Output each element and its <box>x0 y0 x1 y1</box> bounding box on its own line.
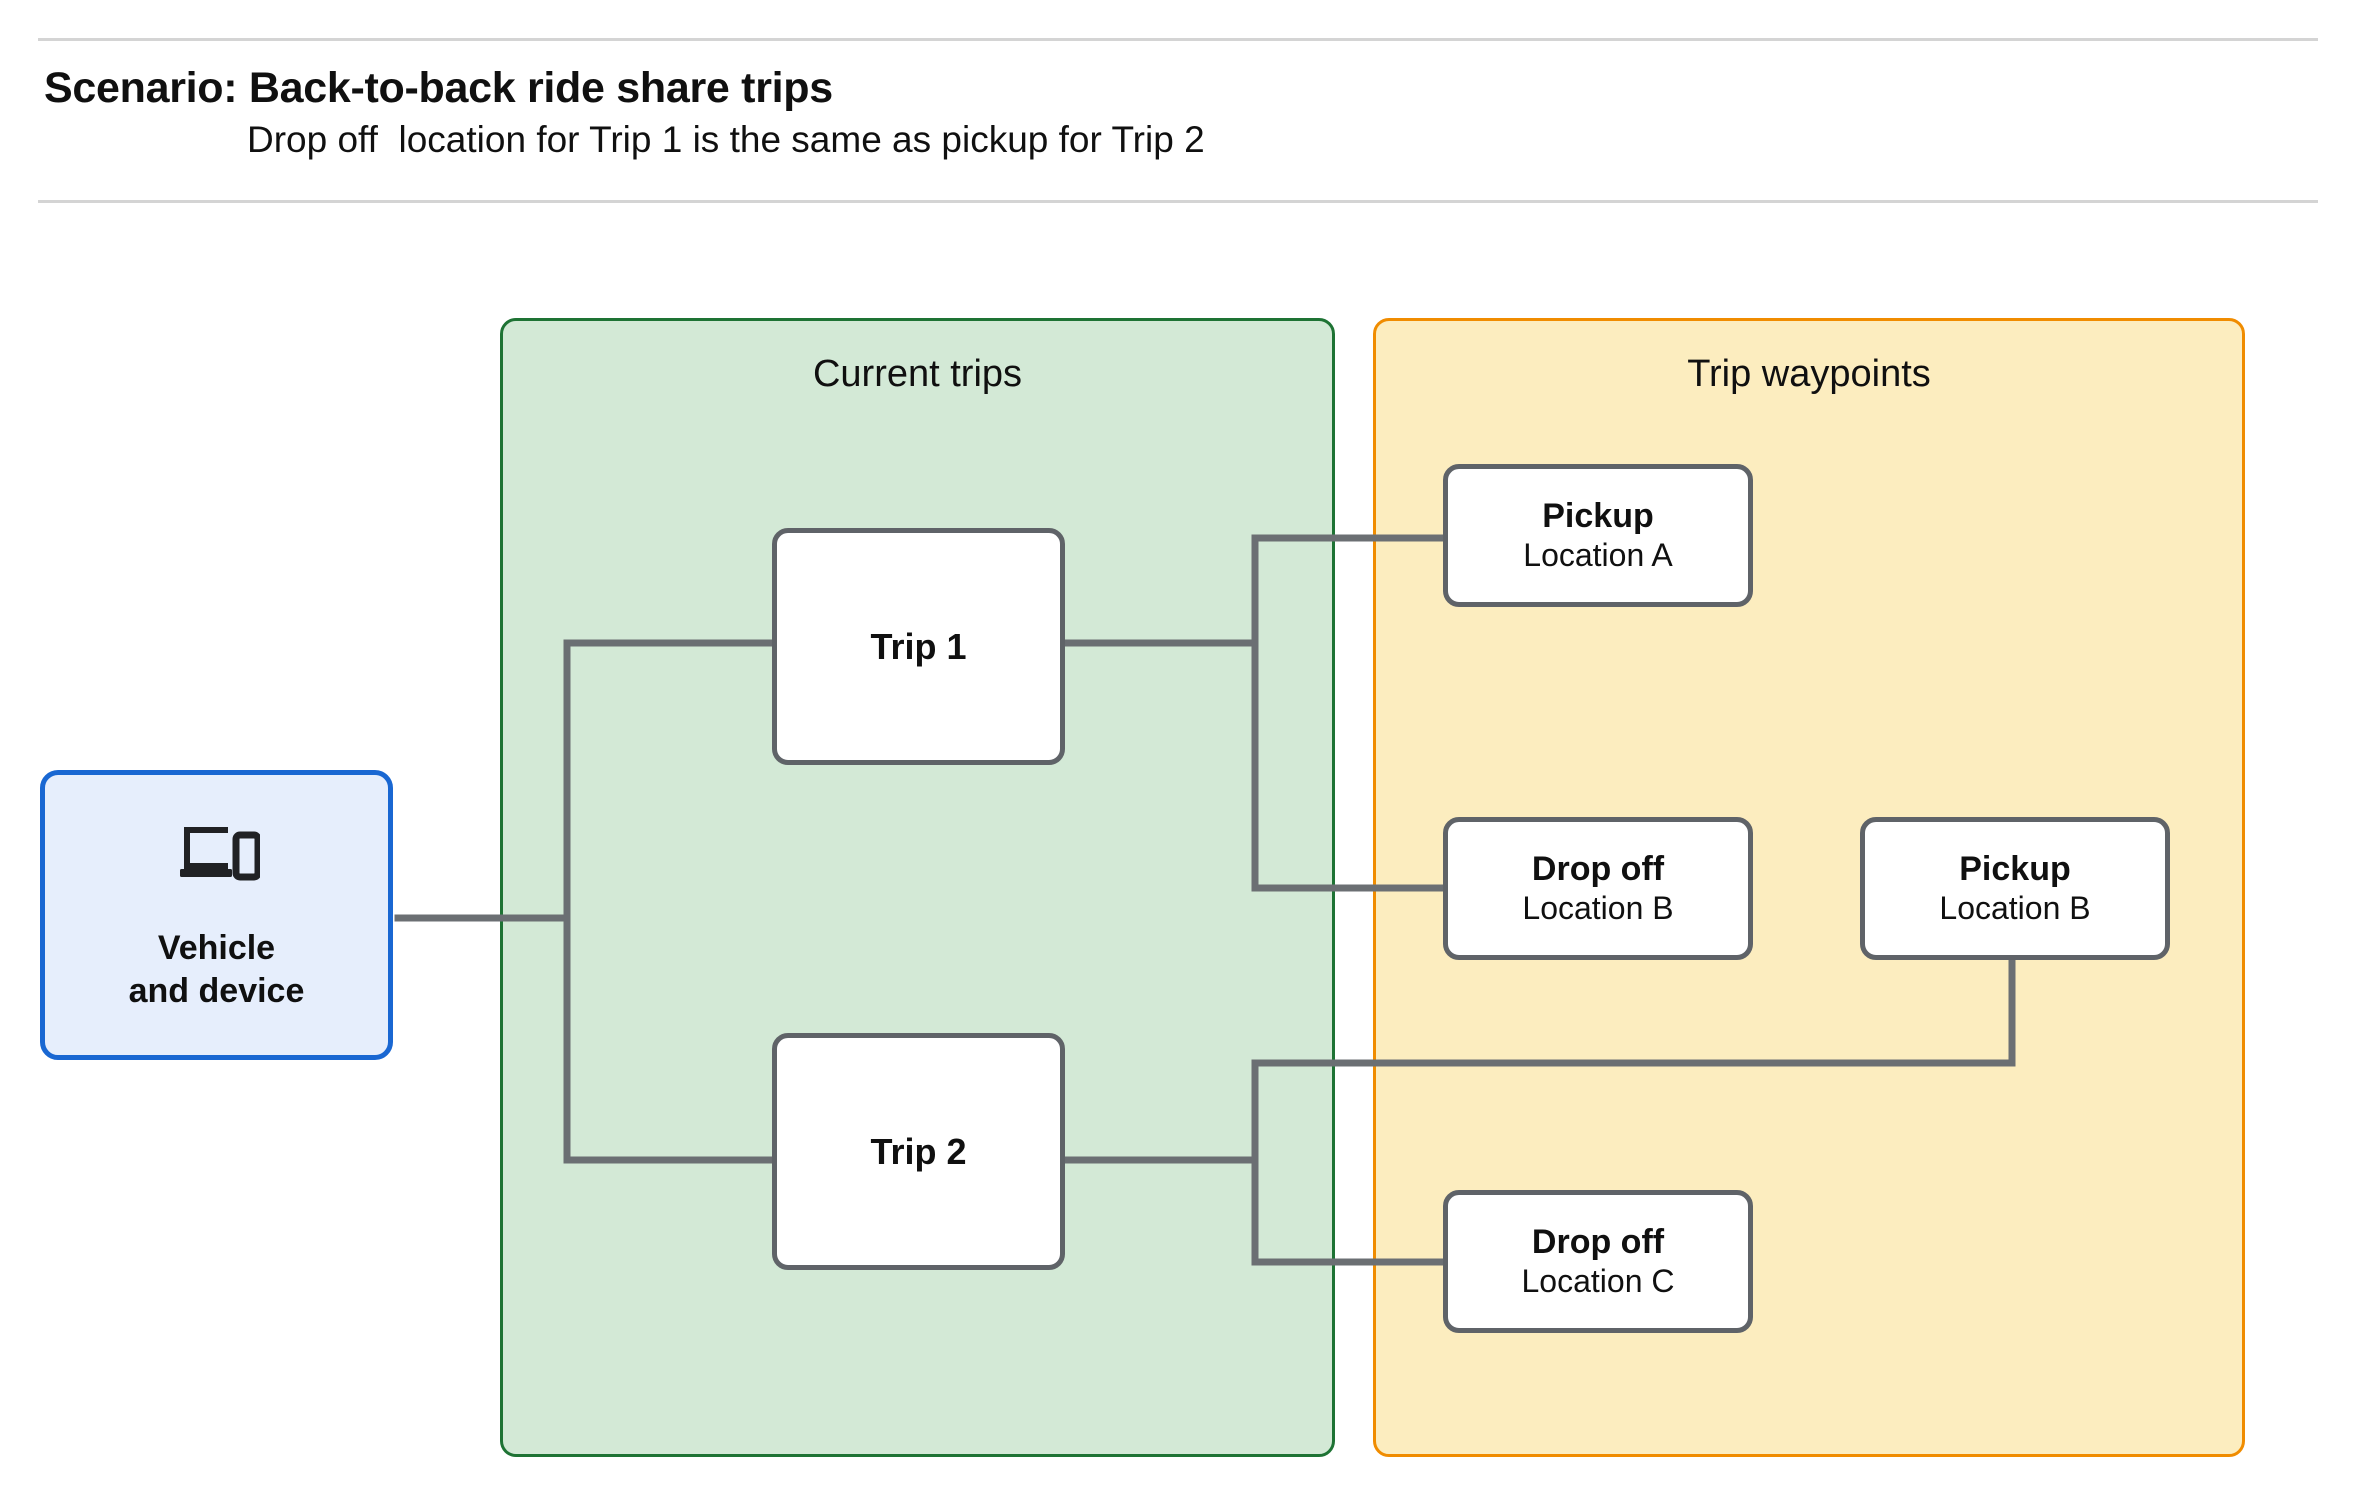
page-subtitle: Drop off location for Trip 1 is the same… <box>247 119 1205 160</box>
node-waypoint-dropoff-b[interactable]: Drop off Location B <box>1443 817 1753 960</box>
node-trip-1[interactable]: Trip 1 <box>772 528 1065 765</box>
node-waypoint-pickup-b[interactable]: Pickup Location B <box>1860 817 2170 960</box>
waypoint-location: Location A <box>1523 537 1673 574</box>
node-trip-2[interactable]: Trip 2 <box>772 1033 1065 1270</box>
group-current-trips-title: Current trips <box>812 353 1023 395</box>
waypoint-kind: Drop off <box>1531 1222 1665 1261</box>
node-vehicle-label: Vehicle and device <box>129 927 305 1013</box>
node-waypoint-pickup-a[interactable]: Pickup Location A <box>1443 464 1753 607</box>
waypoint-location: Location B <box>1522 890 1674 927</box>
waypoint-kind: Pickup <box>1959 849 2071 888</box>
node-waypoint-dropoff-c[interactable]: Drop off Location C <box>1443 1190 1753 1333</box>
waypoint-kind: Drop off <box>1531 849 1665 888</box>
node-vehicle-label-line1: Vehicle <box>157 929 276 967</box>
page-title: Scenario: Back-to-back ride share trips <box>44 64 833 112</box>
laptop-and-phone-icon <box>174 821 260 883</box>
header-divider-top <box>38 38 2318 41</box>
node-trip-2-label: Trip 2 <box>870 1130 967 1172</box>
waypoint-kind: Pickup <box>1542 496 1654 535</box>
group-trip-waypoints-title: Trip waypoints <box>1687 353 1931 395</box>
node-trip-1-label: Trip 1 <box>870 625 967 667</box>
node-vehicle-and-device[interactable]: Vehicle and device <box>40 770 393 1060</box>
waypoint-location: Location B <box>1939 890 2091 927</box>
node-vehicle-label-line2: and device <box>128 971 305 1010</box>
header-divider-bottom <box>38 200 2318 203</box>
group-current-trips: Current trips <box>500 318 1335 1457</box>
waypoint-location: Location C <box>1521 1263 1675 1300</box>
